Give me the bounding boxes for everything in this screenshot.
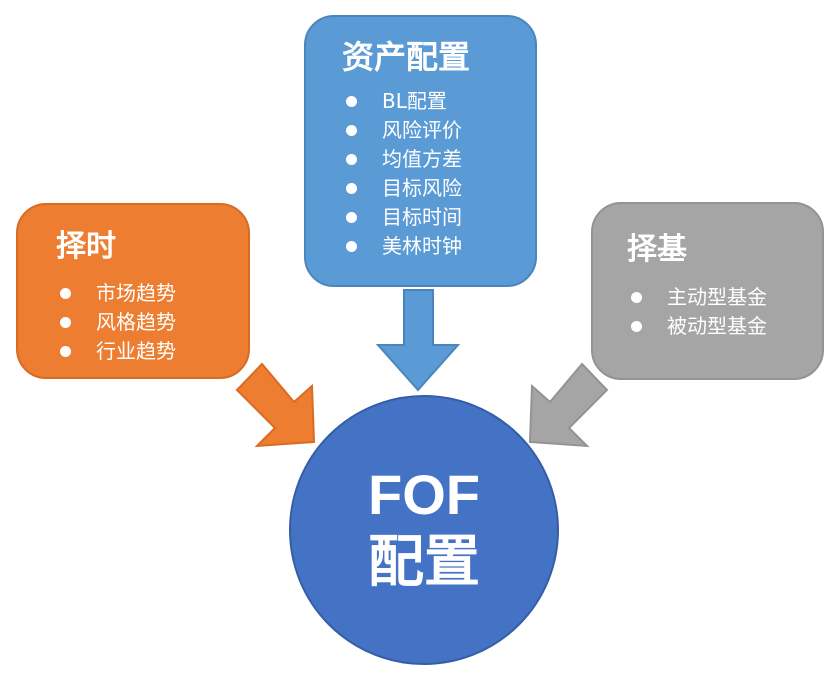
timing-box: 择时 市场趋势 风格趋势 行业趋势 (16, 203, 250, 379)
list-item: 风险评价 (342, 116, 535, 145)
list-item: 目标时间 (342, 203, 535, 232)
list-item: 美林时钟 (342, 232, 535, 261)
list-item: 被动型基金 (627, 312, 822, 341)
center-title-line2: 配置 (368, 530, 480, 595)
fund-selection-title: 择基 (627, 232, 687, 267)
center-title-line1: FOF (368, 463, 480, 526)
asset-allocation-list: BL配置 风险评价 均值方差 目标风险 目标时间 美林时钟 (342, 87, 535, 261)
list-item: 市场趋势 (56, 279, 248, 308)
arrow-down-icon (375, 289, 461, 392)
list-item: 风格趋势 (56, 308, 248, 337)
fund-selection-box: 择基 主动型基金 被动型基金 (591, 202, 824, 380)
timing-list: 市场趋势 风格趋势 行业趋势 (56, 279, 248, 366)
list-item: 目标风险 (342, 174, 535, 203)
list-item: 主动型基金 (627, 283, 822, 312)
list-item: BL配置 (342, 87, 535, 116)
asset-allocation-title: 资产配置 (342, 38, 471, 76)
fof-allocation-circle: FOF 配置 (289, 395, 559, 665)
timing-title: 择时 (56, 229, 116, 264)
list-item: 均值方差 (342, 145, 535, 174)
asset-allocation-box: 资产配置 BL配置 风险评价 均值方差 目标风险 目标时间 美林时钟 (304, 15, 537, 287)
arrow-diagonal-left-icon (528, 362, 609, 448)
list-item: 行业趋势 (56, 337, 248, 366)
fund-selection-list: 主动型基金 被动型基金 (627, 283, 822, 341)
arrow-diagonal-right-icon (235, 362, 316, 448)
